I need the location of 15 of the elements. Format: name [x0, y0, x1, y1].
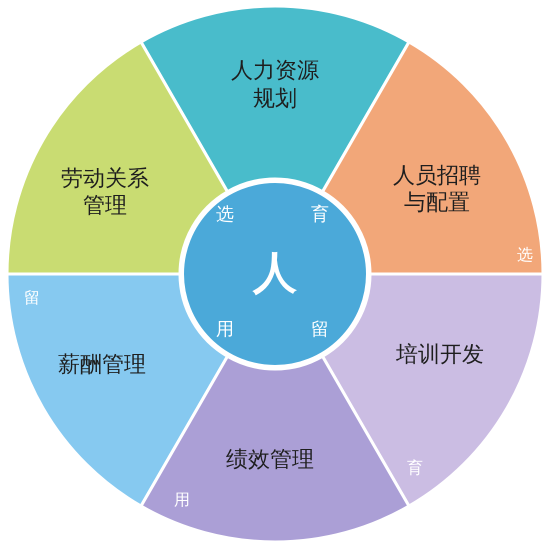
- sector-label: 人员招聘与配置: [392, 162, 482, 218]
- sector-label: 人力资源规划: [230, 58, 320, 112]
- circle-label: 育: [311, 204, 329, 226]
- circle-label: 人: [253, 246, 297, 300]
- ring-label: 留: [24, 288, 40, 308]
- sector-label: 劳动关系管理: [60, 165, 150, 220]
- ring-label: 选: [517, 245, 533, 265]
- sector-label: 薪酬管理: [57, 351, 147, 379]
- ring-label: 用: [174, 490, 190, 510]
- sector-label: 培训开发: [395, 341, 485, 369]
- sector-label: 绩效管理: [225, 446, 315, 474]
- circle-label: 选: [216, 204, 234, 226]
- circle-label: 用: [216, 318, 234, 342]
- circle-label: 留: [311, 318, 329, 342]
- ring-label: 育: [407, 458, 423, 478]
